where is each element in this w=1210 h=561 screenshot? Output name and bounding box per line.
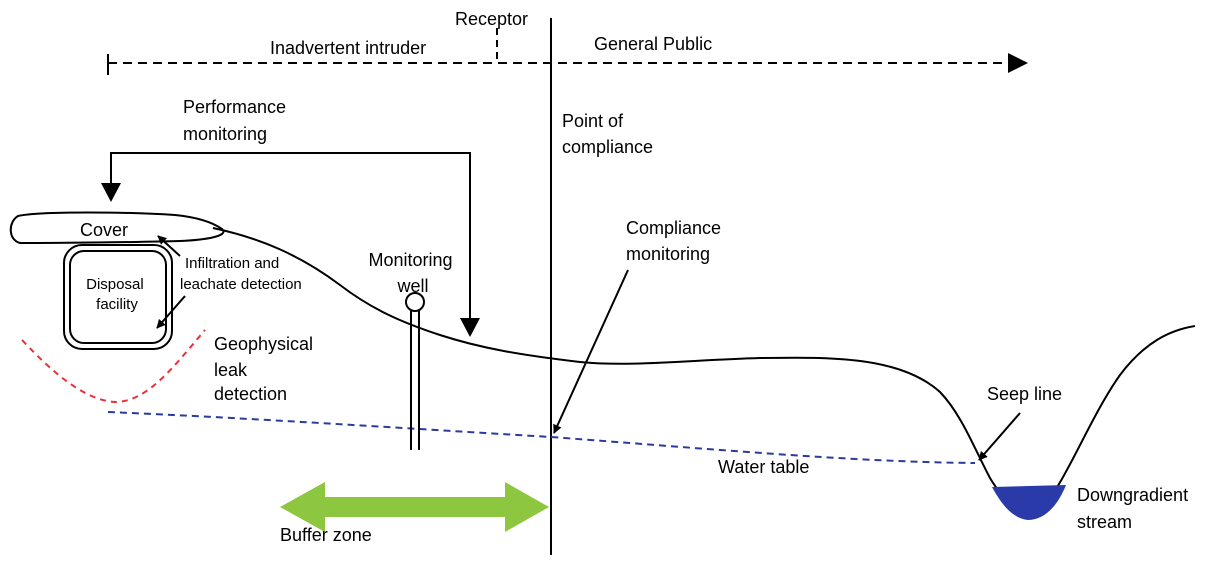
buffer-zone-arrow xyxy=(280,482,549,532)
compliance-monitoring-label: Compliance monitoring xyxy=(626,218,726,264)
performance-arrow-left xyxy=(101,183,121,202)
buffer-zone-label: Buffer zone xyxy=(280,525,372,545)
performance-monitoring-label: Performance monitoring xyxy=(183,97,291,144)
downgradient-stream-water xyxy=(992,485,1066,520)
point-of-compliance-label: Point of compliance xyxy=(562,111,653,157)
performance-arrow-right xyxy=(460,318,480,337)
geophysical-leak-label: Geophysical leak detection xyxy=(214,334,318,404)
downgradient-stream-label: Downgradient stream xyxy=(1077,485,1193,532)
compliance-monitoring-arrow xyxy=(553,269,629,434)
water-table-line xyxy=(107,411,976,464)
disposal-facility-label: Disposal facility xyxy=(86,276,148,313)
ground-surface xyxy=(212,227,1196,512)
leachate-arrow xyxy=(156,295,186,329)
seep-line-label: Seep line xyxy=(987,384,1062,404)
monitoring-well-head xyxy=(405,292,425,312)
cover-label: Cover xyxy=(80,220,128,240)
receptor-label: Receptor xyxy=(455,9,528,29)
cover-shape xyxy=(9,211,225,245)
infiltration-leachate-label: Infiltration and leachate detection xyxy=(180,255,302,293)
disposal-facility-inner xyxy=(69,250,167,344)
seep-line-arrow xyxy=(978,412,1021,461)
receptor-arrowhead xyxy=(1008,53,1028,73)
monitoring-well-label: Monitoring well xyxy=(368,250,457,296)
infiltration-arrow xyxy=(157,235,181,257)
performance-monitoring-bracket xyxy=(110,152,471,318)
inadvertent-intruder-label: Inadvertent intruder xyxy=(270,38,426,58)
water-table-label: Water table xyxy=(718,457,809,477)
geophysical-leak-curve xyxy=(21,329,206,404)
general-public-label: General Public xyxy=(594,34,712,54)
